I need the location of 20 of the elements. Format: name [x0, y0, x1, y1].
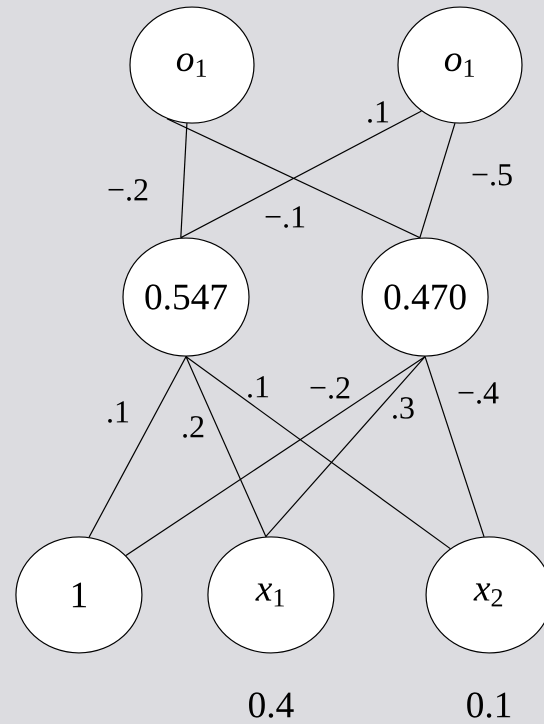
connection-line — [185, 356, 266, 537]
value-label: 0.1 — [467, 692, 510, 718]
connection-line — [180, 123, 188, 238]
weight-label: .1 — [248, 376, 268, 398]
weight-label: −.4 — [458, 382, 499, 404]
weight-label: −.1 — [266, 206, 304, 228]
weight-label: −.5 — [472, 164, 512, 186]
weight-label: .1 — [368, 101, 388, 123]
weight-label: −.2 — [108, 179, 148, 201]
connection-line — [419, 123, 456, 238]
connection-line — [424, 356, 485, 537]
connection-line — [265, 356, 426, 537]
value-label: 0.4 — [249, 692, 294, 718]
weight-label: .2 — [183, 416, 204, 438]
weight-label: .1 — [108, 401, 128, 423]
connection-line — [126, 356, 426, 556]
connection-line — [88, 356, 187, 538]
weight-label: −.2 — [310, 377, 350, 399]
weight-label: .3 — [393, 397, 414, 419]
connection-line — [186, 356, 451, 550]
